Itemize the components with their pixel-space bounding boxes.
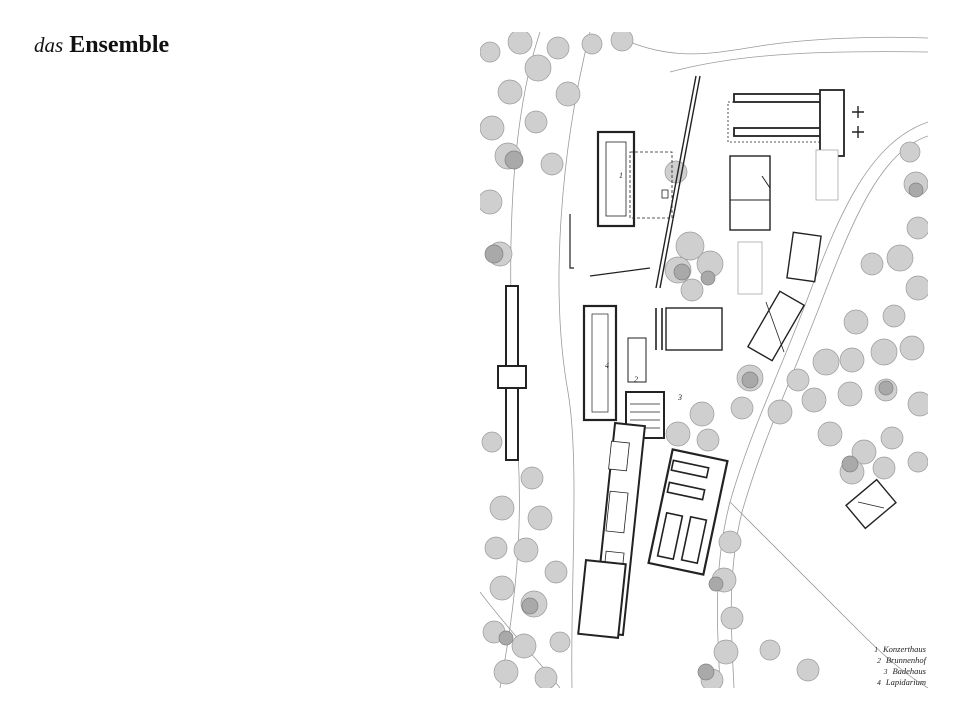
building-lapidarium — [582, 304, 723, 422]
legend-label: Brunnenhof — [885, 655, 926, 665]
building-number-1: 1 — [619, 171, 623, 180]
building-houses — [746, 231, 897, 530]
building-west-wing — [497, 285, 527, 461]
pools — [647, 448, 729, 576]
building-number-4: 4 — [605, 361, 609, 370]
building-badehaus — [577, 391, 665, 639]
trees — [480, 32, 928, 688]
title-main: Ensemble — [69, 32, 170, 58]
legend-label: Badehaus — [892, 666, 926, 676]
page-title: das Ensemble — [34, 30, 169, 60]
legend-label: Konzerthaus — [883, 644, 926, 654]
trees-dark — [484, 150, 924, 681]
building-number-3: 3 — [677, 393, 682, 402]
title-prefix: das — [34, 33, 64, 57]
building-numbers: 1 2 3 4 — [605, 171, 682, 402]
building-church — [727, 89, 864, 295]
building-konzerthaus — [569, 75, 701, 289]
site-plan: 1 2 3 4 — [480, 32, 928, 688]
building-number-2: 2 — [634, 375, 638, 384]
site-plan-drawing: 1 2 3 4 — [480, 32, 928, 688]
legend-label: Lapidarium — [885, 677, 926, 687]
